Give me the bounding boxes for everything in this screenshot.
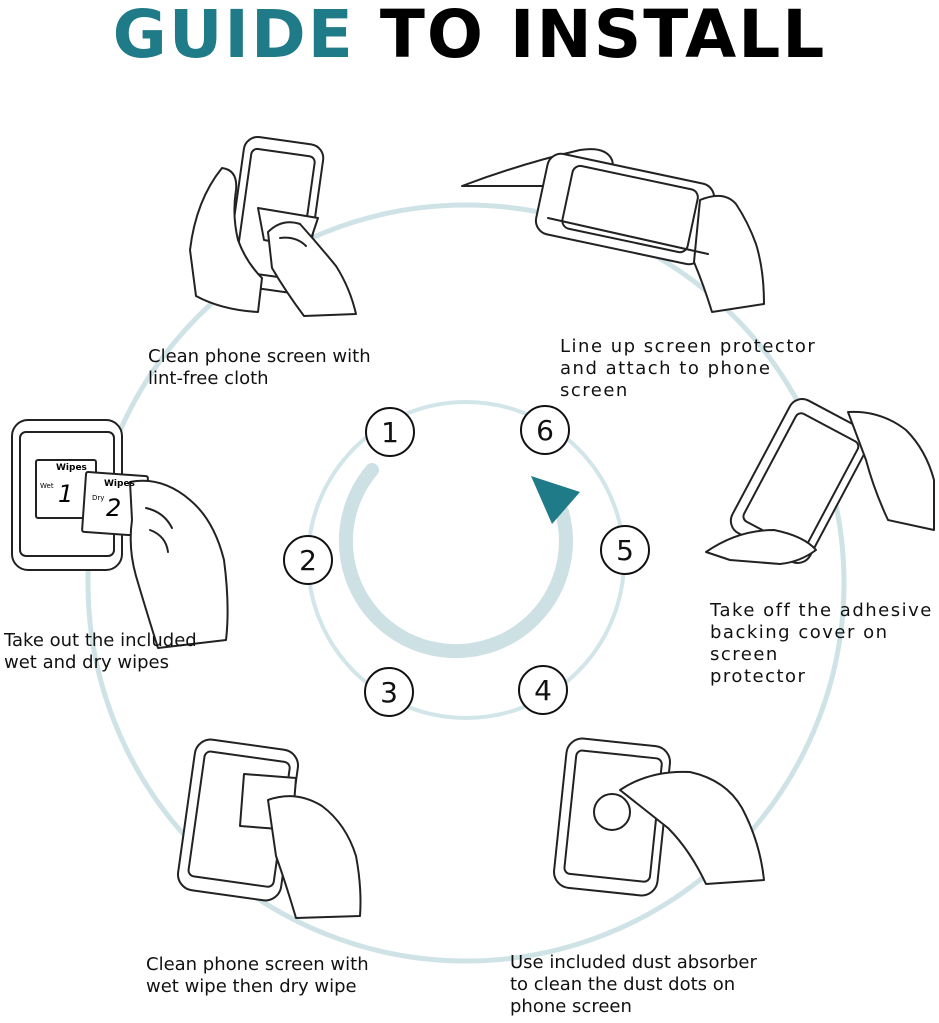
step4-caption: Use included dust absorber to clean the … xyxy=(510,952,757,1018)
step2-caption: Take out the included wet and dry wipes xyxy=(4,630,197,674)
step3-illustration xyxy=(176,738,361,918)
step6-caption: Line up screen protector and attach to p… xyxy=(560,336,816,402)
wipes-card-label-2: Wipes xyxy=(104,479,135,489)
wet-wipe-number: 1 xyxy=(58,480,73,508)
step-number-5: 5 xyxy=(616,534,634,567)
step-number-6: 6 xyxy=(536,414,554,447)
step-number-1: 1 xyxy=(381,416,399,449)
step-number-2: 2 xyxy=(299,544,317,577)
cycle-arrow xyxy=(346,470,566,651)
step-badge-5: 5 xyxy=(601,526,649,574)
step-number-4: 4 xyxy=(534,674,552,707)
wet-wipe-label: Wet xyxy=(40,482,54,490)
arrowhead-icon xyxy=(531,476,580,524)
step5-illustration xyxy=(706,394,934,568)
step1-illustration xyxy=(190,135,356,316)
step-badge-3: 3 xyxy=(365,668,413,716)
step1-caption: Clean phone screen with lint-free cloth xyxy=(148,346,371,390)
step-badge-4: 4 xyxy=(519,666,567,714)
dry-wipe-label: Dry xyxy=(92,494,104,502)
step-number-3: 3 xyxy=(380,676,398,709)
step-badge-1: 1 xyxy=(366,408,414,456)
step6-illustration xyxy=(462,149,764,312)
step2-illustration xyxy=(12,420,228,648)
wipes-card-label: Wipes xyxy=(56,463,87,473)
step4-illustration xyxy=(552,737,764,897)
step-badge-6: 6 xyxy=(521,406,569,454)
step3-caption: Clean phone screen with wet wipe then dr… xyxy=(146,954,369,998)
dry-wipe-number: 2 xyxy=(106,494,121,522)
inner-ring xyxy=(308,402,624,718)
step5-caption: Take off the adhesive backing cover on s… xyxy=(710,600,939,688)
step-badge-2: 2 xyxy=(284,536,332,584)
